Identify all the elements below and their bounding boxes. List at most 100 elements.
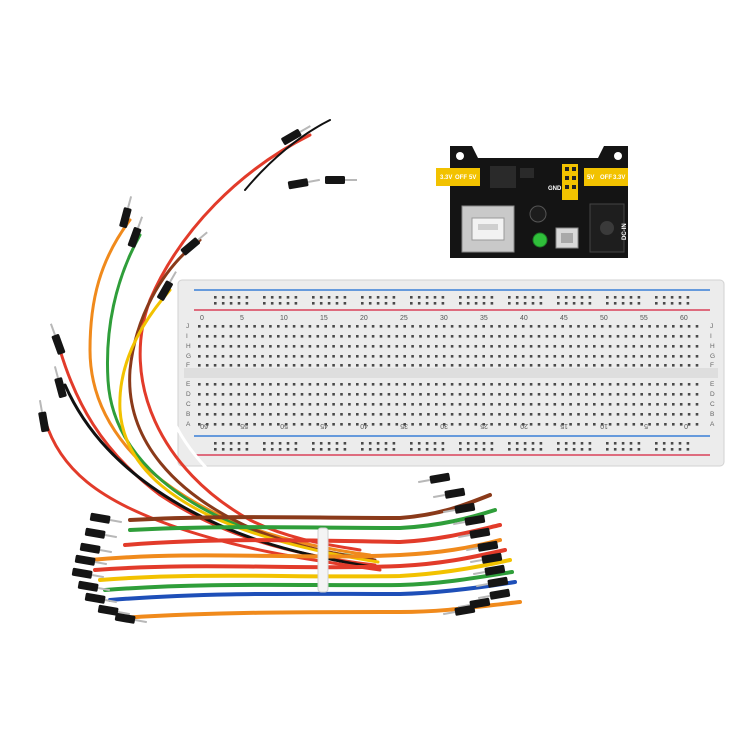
hole	[403, 403, 406, 406]
rail-hole	[245, 302, 249, 305]
center-channel	[184, 368, 718, 378]
row-letters-left: J I H G F E D C B A	[186, 323, 191, 428]
hole	[537, 393, 541, 396]
hole	[324, 345, 327, 348]
rail-hole	[270, 302, 274, 305]
left-header-label-3: 5V	[469, 175, 476, 181]
hole	[679, 413, 683, 416]
rail-hole	[539, 448, 543, 451]
rail-hole	[410, 442, 413, 445]
hole	[363, 383, 367, 386]
hole	[648, 345, 651, 348]
hole	[450, 413, 454, 416]
hole	[419, 345, 422, 348]
hole	[237, 413, 241, 416]
rail-hole	[531, 302, 535, 305]
hole	[695, 364, 699, 367]
rail-hole	[214, 296, 217, 299]
hole	[403, 423, 406, 426]
hole	[672, 403, 675, 406]
hole	[269, 355, 272, 358]
pin-connector	[466, 540, 499, 552]
hole	[656, 403, 659, 406]
hole	[608, 335, 612, 338]
hole	[237, 423, 241, 426]
hole	[529, 423, 533, 426]
hole	[324, 355, 327, 358]
hole	[648, 335, 651, 338]
hole	[411, 355, 414, 358]
hole	[593, 383, 596, 386]
rail-hole	[335, 296, 339, 299]
rail-hole	[629, 302, 633, 305]
hole	[466, 345, 470, 348]
hole	[371, 423, 375, 426]
hole	[640, 383, 643, 386]
hole	[458, 345, 462, 348]
gnd-label: GND	[548, 186, 562, 192]
wire-pin	[244, 119, 331, 191]
hole	[664, 383, 667, 386]
left-header-label-block	[436, 168, 480, 186]
hole	[277, 335, 280, 338]
hole	[332, 355, 335, 358]
rail-hole	[343, 296, 347, 299]
hole	[482, 345, 485, 348]
rail-hole	[327, 302, 331, 305]
rail-hole	[433, 448, 437, 451]
rail-hole	[686, 442, 690, 445]
hole	[363, 393, 367, 396]
hole	[205, 355, 209, 358]
hole	[221, 393, 225, 396]
hole	[253, 403, 256, 406]
hole	[490, 345, 493, 348]
hole	[450, 403, 454, 406]
hole	[640, 364, 643, 367]
rail-hole	[564, 448, 568, 451]
hole	[679, 383, 683, 386]
hole	[411, 364, 414, 367]
hole	[585, 345, 588, 348]
hole	[498, 355, 501, 358]
hole	[672, 364, 675, 367]
hole	[695, 355, 699, 358]
hole	[356, 325, 359, 328]
hole	[679, 364, 683, 367]
rail-hole	[655, 442, 658, 445]
rail-hole	[459, 448, 462, 451]
rail-hole	[613, 442, 617, 445]
rail-hole	[319, 448, 323, 451]
hole	[648, 393, 651, 396]
row-letter: I	[710, 333, 712, 340]
hole	[537, 325, 541, 328]
pin-connector	[478, 588, 511, 600]
hole	[490, 403, 493, 406]
hole	[245, 345, 248, 348]
rail-hole	[245, 296, 249, 299]
rail-hole	[606, 448, 609, 451]
hole	[371, 325, 375, 328]
hole	[253, 413, 256, 416]
hole	[482, 325, 485, 328]
hole	[490, 355, 493, 358]
hole	[672, 325, 675, 328]
col-number: 60	[200, 422, 208, 429]
hole	[387, 325, 391, 328]
hole	[277, 355, 280, 358]
hole	[529, 393, 533, 396]
hole	[624, 364, 628, 367]
pin-connector	[38, 400, 50, 433]
hole	[679, 325, 683, 328]
hole	[229, 325, 233, 328]
hole	[569, 403, 572, 406]
hole	[616, 345, 620, 348]
hole	[324, 393, 327, 396]
hole	[656, 413, 659, 416]
hole	[553, 403, 557, 406]
hole	[356, 355, 359, 358]
hole	[395, 403, 399, 406]
hole	[277, 413, 280, 416]
hole	[419, 393, 422, 396]
hole	[616, 325, 620, 328]
hole	[585, 364, 588, 367]
